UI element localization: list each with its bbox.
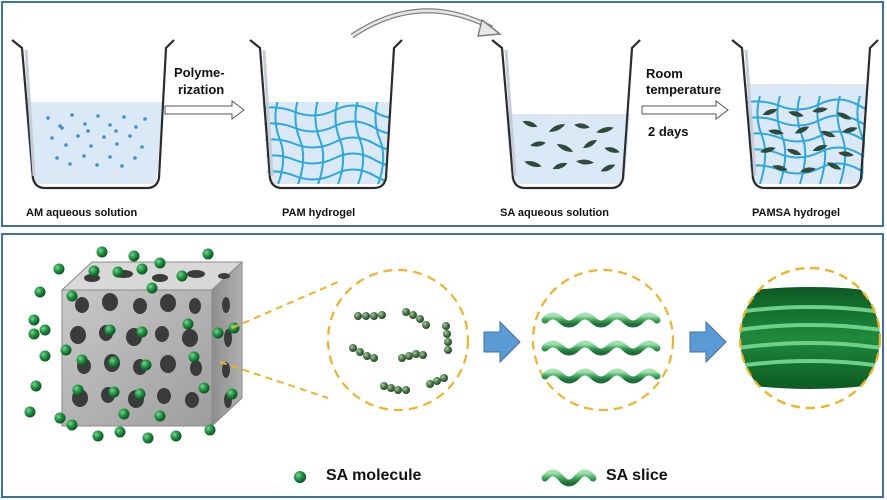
label-pam-hydrogel: PAM hydrogel [282,207,356,219]
label-pamsa-hydrogel: PAMSA hydrogel [752,207,841,219]
beaker-pam-hydrogel [249,39,403,190]
pam-network-mesh [263,102,391,184]
beaker-pamsa-hydrogel [731,39,879,190]
am-monomer-dots [46,113,147,168]
label-am-solution: AM aqueous solution [26,207,138,219]
sa-molecule-chains [349,308,452,394]
zoom-circle-stacked-slices [738,266,882,410]
sa-chain-leaves [522,120,620,172]
sa-ribbons [541,312,661,384]
step2-label-line2: temperature [646,82,722,97]
process-arrow-1 [483,320,521,364]
step2-label-line1: Room [646,66,683,81]
beaker-am-solution [11,39,175,190]
legend-slice-label: SA slice [606,467,668,484]
label-sa-solution: SA aqueous solution [500,207,609,219]
polymerization-arrow [164,100,245,120]
pamsa-sa-leaves [760,107,858,173]
zoom-circle-sa-slices [531,268,675,412]
room-temperature-arrow [641,100,729,120]
legend-molecule-icon [294,471,306,483]
porous-hydrogel-cube [60,260,244,428]
step2-label-line3: 2 days [648,124,689,139]
step1-label-line1: Polyme- [174,65,225,80]
beaker-sa-solution [491,39,641,190]
step1-label-line2: rization [178,82,225,97]
transfer-curved-arrow [350,8,502,39]
legend-slice-icon [541,469,597,487]
zoom-lines [219,281,339,399]
sa-molecule-balls [24,246,240,444]
cube-pores [70,270,232,408]
zoom-circle-sa-molecules [326,268,470,412]
process-arrow-2 [689,320,727,364]
legend-molecule-label: SA molecule [326,467,422,484]
